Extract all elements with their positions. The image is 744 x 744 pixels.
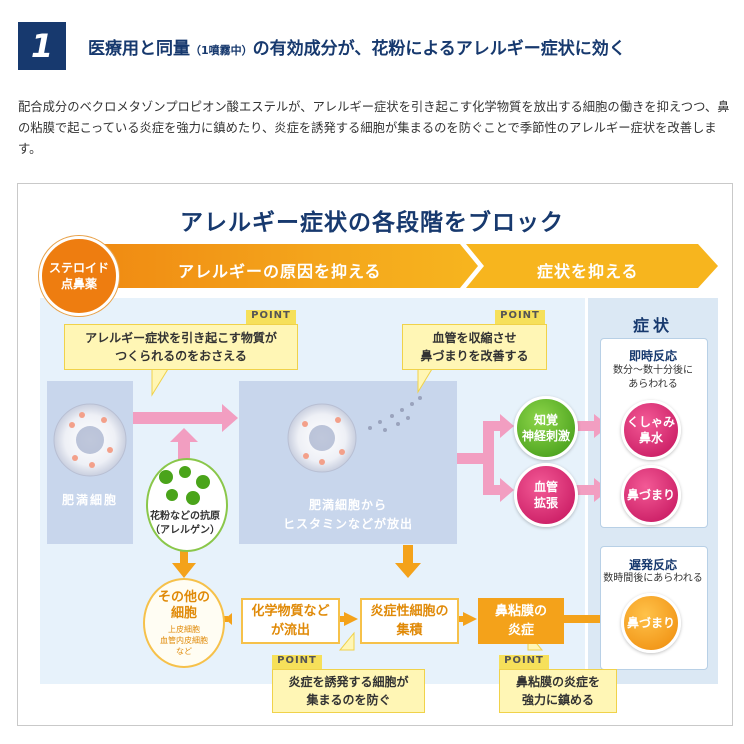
- release-line1: 肥満細胞から: [308, 498, 387, 512]
- other-cells-title-line1: その他の: [157, 589, 210, 605]
- arrow-to-vessel: [483, 478, 514, 502]
- immediate-sub-line1: 数分～数十分後に: [613, 365, 693, 376]
- other-cells-sub-line2: 血管内皮細胞: [160, 635, 208, 645]
- flow1-line1: 化学物質など: [251, 604, 330, 619]
- headline-part1: 医療用と同量: [88, 39, 190, 59]
- flow2-line2: 集積: [396, 623, 423, 638]
- headline-part2: の有効成分が、花粉によるアレルギー症状に効く: [252, 39, 626, 59]
- band-right-arrow: [466, 244, 718, 288]
- arrow-to-release: [133, 404, 238, 432]
- vessel-dilation-circle: 血管 拡張: [514, 463, 578, 527]
- arrow-flow-3: [463, 612, 477, 626]
- delayed-reaction-subtitle: 数時間後にあらわれる: [603, 573, 703, 584]
- flow-box-mucosa-inflammation: 鼻粘膜の 炎症: [478, 598, 564, 644]
- point1-line1: アレルギー症状を引き起こす物質が: [85, 331, 277, 345]
- other-cells-sub-line3: など: [176, 646, 192, 656]
- point1-tag: POINT: [246, 310, 296, 324]
- point2-line2: 鼻づまりを改善する: [420, 349, 529, 363]
- symptom-sneeze: くしゃみ 鼻水: [621, 400, 681, 460]
- point2-line1: 血管を収縮させ: [432, 331, 517, 345]
- nerve-stimulation-circle: 知覚 神経刺激: [514, 396, 578, 460]
- vessel-line2: 拡張: [533, 496, 558, 510]
- congestion-immediate-label: 鼻づまり: [626, 488, 675, 502]
- allergen-balls: [159, 466, 210, 505]
- release-label: 肥満細胞から ヒスタミンなどが放出: [239, 496, 457, 534]
- allergen-line2: （アレルゲン）: [150, 525, 220, 536]
- other-cells-title-line2: 細胞: [170, 605, 197, 621]
- point3-line1: 炎症を誘発する細胞が: [288, 675, 409, 689]
- point3-callout: 炎症を誘発する細胞が 集まるのを防ぐ: [272, 669, 425, 713]
- vessel-line1: 血管: [533, 480, 558, 494]
- nerve-line2: 神経刺激: [521, 429, 570, 443]
- arrow-allergen-up: [170, 428, 198, 462]
- point1-callout: アレルギー症状を引き起こす物質が つくられるのをおさえる: [64, 324, 298, 370]
- allergen-bubble: [146, 458, 228, 552]
- symptom-title: 症状: [632, 316, 673, 335]
- flow3-line1: 鼻粘膜の: [494, 604, 547, 619]
- steroid-badge-line1: ステロイド: [48, 261, 109, 275]
- pointer-point1: [151, 368, 169, 397]
- sneeze-line1: くしゃみ: [626, 415, 675, 429]
- flow2-line1: 炎症性細胞の: [370, 604, 449, 619]
- delayed-reaction-title: 遅発反応: [628, 558, 677, 572]
- point2-callout: 血管を収縮させ 鼻づまりを改善する: [402, 324, 547, 370]
- steroid-badge-line2: 点鼻薬: [60, 277, 97, 291]
- symptom-congestion-delayed: 鼻づまり: [621, 593, 681, 653]
- congestion-delayed-label: 鼻づまり: [626, 616, 675, 630]
- branch-trunk: [457, 453, 487, 464]
- flow-box-chemical: 化学物質など が流出: [241, 598, 340, 644]
- flow1-line2: が流出: [270, 623, 310, 638]
- release-box: [239, 381, 457, 544]
- point4-line1: 鼻粘膜の炎症を: [515, 675, 600, 689]
- point4-tag: POINT: [499, 655, 549, 669]
- section-number: 1: [30, 27, 54, 65]
- point3-line2: 集まるのを防ぐ: [306, 693, 391, 707]
- diagram-title: アレルギー症状の各段階をブロック: [180, 210, 564, 236]
- arrow-to-nerve: [483, 414, 514, 438]
- mast-cell-label: 肥満細胞: [61, 493, 118, 507]
- band-right-label: 症状を抑える: [537, 262, 639, 281]
- arrow-flow-2: [344, 612, 358, 626]
- headline-small: （1噴霧中）: [190, 44, 253, 57]
- point4-callout: 鼻粘膜の炎症を 強力に鎮める: [499, 669, 617, 713]
- nerve-line1: 知覚: [533, 413, 558, 427]
- symptom-congestion-immediate: 鼻づまり: [621, 465, 681, 525]
- other-cells-circle: その他の 細胞 上皮細胞 血管内皮細胞 など: [143, 578, 225, 668]
- section-number-badge: 1: [18, 22, 66, 70]
- band-left-arrow: [95, 244, 478, 288]
- immediate-reaction-subtitle: 数分～数十分後に あらわれる: [600, 364, 706, 392]
- headline: 医療用と同量（1噴霧中）の有効成分が、花粉によるアレルギー症状に効く: [88, 34, 728, 59]
- branch-vertical: [483, 421, 494, 495]
- allergen-label: 花粉などの抗原 （アレルゲン）: [142, 510, 228, 538]
- steroid-badge: ステロイド 点鼻薬: [39, 236, 119, 316]
- point3-tag: POINT: [272, 655, 322, 669]
- band-left-label: アレルギーの原因を抑える: [178, 262, 382, 281]
- flow-box-inflammatory-cells: 炎症性細胞の 集積: [360, 598, 459, 644]
- arrow-flow-1: [225, 613, 232, 625]
- flow3-line2: 炎症: [507, 623, 534, 638]
- point4-line2: 強力に鎮める: [521, 693, 594, 707]
- intro-paragraph: 配合成分のベクロメタゾンプロピオン酸エステルが、アレルギー症状を引き起こす化学物…: [18, 100, 730, 156]
- point1-line2: つくられるのをおさえる: [115, 349, 247, 363]
- release-line2: ヒスタミンなどが放出: [282, 517, 413, 531]
- point2-tag: POINT: [495, 310, 545, 324]
- other-cells-sub-line1: 上皮細胞: [168, 624, 200, 634]
- immediate-reaction-title: 即時反応: [628, 349, 677, 363]
- arrow-down-allergen: [172, 545, 196, 578]
- immediate-sub-line2: あらわれる: [628, 379, 678, 390]
- arrow-down-release: [395, 545, 421, 578]
- pointer-point3: [338, 631, 355, 651]
- sneeze-line2: 鼻水: [638, 431, 663, 445]
- allergen-line1: 花粉などの抗原: [150, 511, 220, 522]
